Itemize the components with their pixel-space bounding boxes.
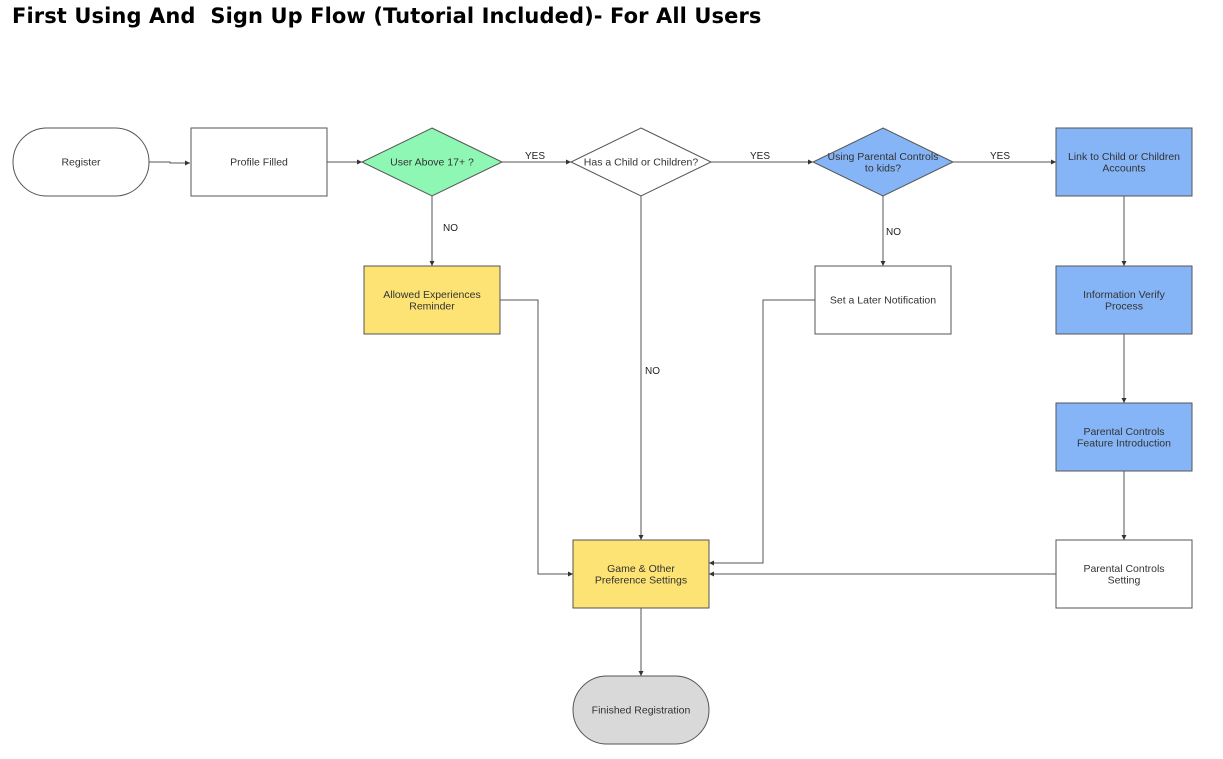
process-box [363,265,501,335]
node-label: Using Parental Controls [828,151,939,163]
node-label: Reminder [409,300,455,312]
terminal-pill [572,675,710,745]
node-set-later-notification[interactable]: Set a Later Notification [814,265,952,335]
node-label: Setting [1108,574,1141,586]
edge-label-yes: YES [750,151,770,162]
node-has-child[interactable]: Has a Child or Children? [569,127,713,197]
node-label: to kids? [865,162,901,174]
node-label: Parental Controls [1083,563,1164,575]
connector-register-to-profile-filled [149,160,190,166]
node-user-above-17[interactable]: User Above 17+ ? [360,127,504,197]
node-label: Has a Child or Children? [584,157,699,169]
node-label: Game & Other [607,563,675,575]
node-finished-registration[interactable]: Finished Registration [572,675,710,745]
diagram-title: First Using And Sign Up Flow (Tutorial I… [12,4,762,28]
edge-label-no: NO [443,223,458,234]
node-register[interactable]: Register [12,127,150,197]
decision-diamond [360,127,504,197]
process-box [814,265,952,335]
node-label: Register [61,157,101,169]
process-box [1055,265,1193,335]
node-label: Parental Controls [1083,426,1164,438]
process-box [1055,127,1193,197]
process-box [1055,402,1193,472]
connector-set-later-notification-to-game-preference-settings [709,299,815,566]
process-box [190,127,328,197]
node-label: Information Verify [1083,289,1165,301]
node-label: User Above 17+ ? [390,157,474,169]
node-label: Finished Registration [592,705,691,717]
node-label: Feature Introduction [1077,437,1171,449]
decision-diamond [569,127,713,197]
node-label: Profile Filled [230,157,288,169]
process-box [572,539,710,609]
node-label: Link to Child or Children [1068,151,1180,163]
decision-diamond [811,127,955,197]
connector-allowed-experiences-reminder-to-game-preference-settings [500,299,573,577]
edge-label-no: NO [886,227,901,238]
node-label: Preference Settings [595,574,687,586]
node-profile-filled[interactable]: Profile Filled [190,127,328,197]
node-label: Accounts [1102,162,1145,174]
node-label: Process [1105,300,1143,312]
node-label: Allowed Experiences [383,289,480,301]
edge-label-no: NO [645,366,660,377]
node-label: Set a Later Notification [830,295,936,307]
process-box [1055,539,1193,609]
edge-label-yes: YES [990,151,1010,162]
edge-label-yes: YES [525,151,545,162]
terminal-pill [12,127,150,197]
